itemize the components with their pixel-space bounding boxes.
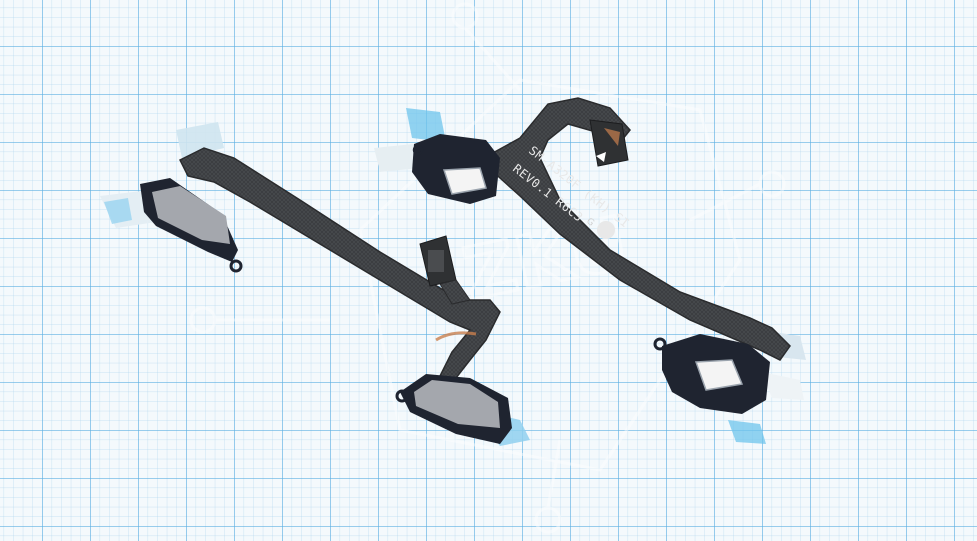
right-button-lower [653, 334, 770, 414]
right-tape-top-left [406, 108, 446, 142]
right-button-upper [412, 134, 500, 204]
left-flex-cable [100, 122, 530, 446]
logo-letter: G [584, 216, 596, 228]
manufacturer-logo: G [584, 216, 615, 239]
right-tape-bottom [728, 420, 766, 444]
right-connector-tab [589, 119, 629, 167]
left-tape-top [176, 122, 224, 158]
right-flex-ribbon [478, 97, 791, 361]
left-home-button-lower [395, 374, 530, 446]
left-home-button-upper [140, 178, 243, 273]
